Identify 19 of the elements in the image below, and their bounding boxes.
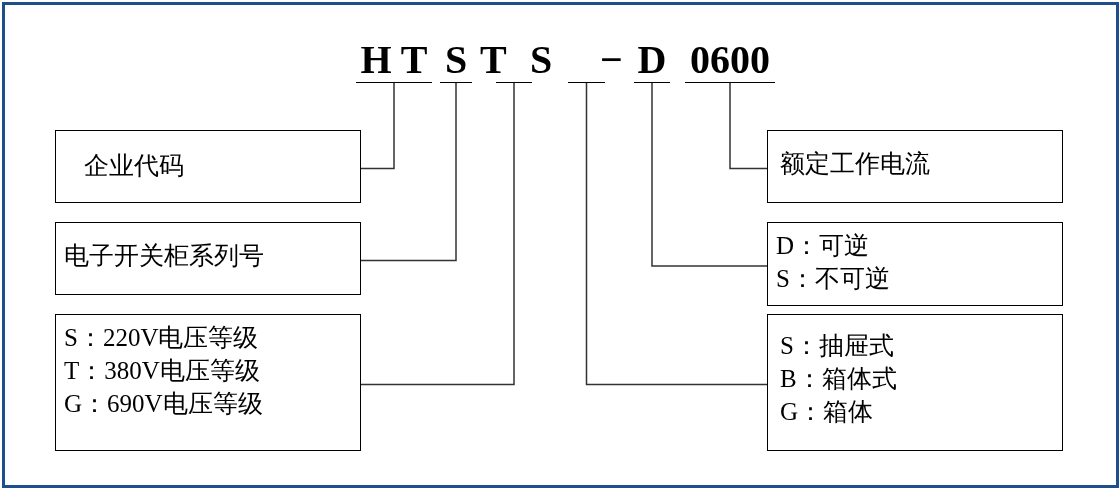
leader-line (360, 82, 515, 386)
code-field: H T (356, 40, 432, 83)
description-box: D：可逆 S：不可逆 (767, 222, 1063, 306)
description-box: 电子开关柜系列号 (55, 222, 361, 295)
code-field: 0600 (685, 40, 775, 83)
code-letter: S (530, 40, 553, 80)
description-box: S：抽屉式 B：箱体式 G：箱体 (767, 314, 1063, 451)
description-box: S：220V电压等级 T：380V电压等级 G：690V电压等级 (55, 314, 361, 451)
leader-line (360, 82, 395, 170)
code-field: S (440, 40, 472, 83)
code-letter: − (600, 40, 623, 80)
leader-line (729, 82, 768, 170)
description-box: 额定工作电流 (767, 130, 1063, 203)
leader-line (585, 82, 768, 386)
code-field: D (634, 40, 670, 83)
code-letter: T (480, 40, 507, 80)
leader-line (651, 82, 768, 267)
leader-line (360, 82, 457, 262)
description-box: 企业代码 (55, 130, 361, 203)
